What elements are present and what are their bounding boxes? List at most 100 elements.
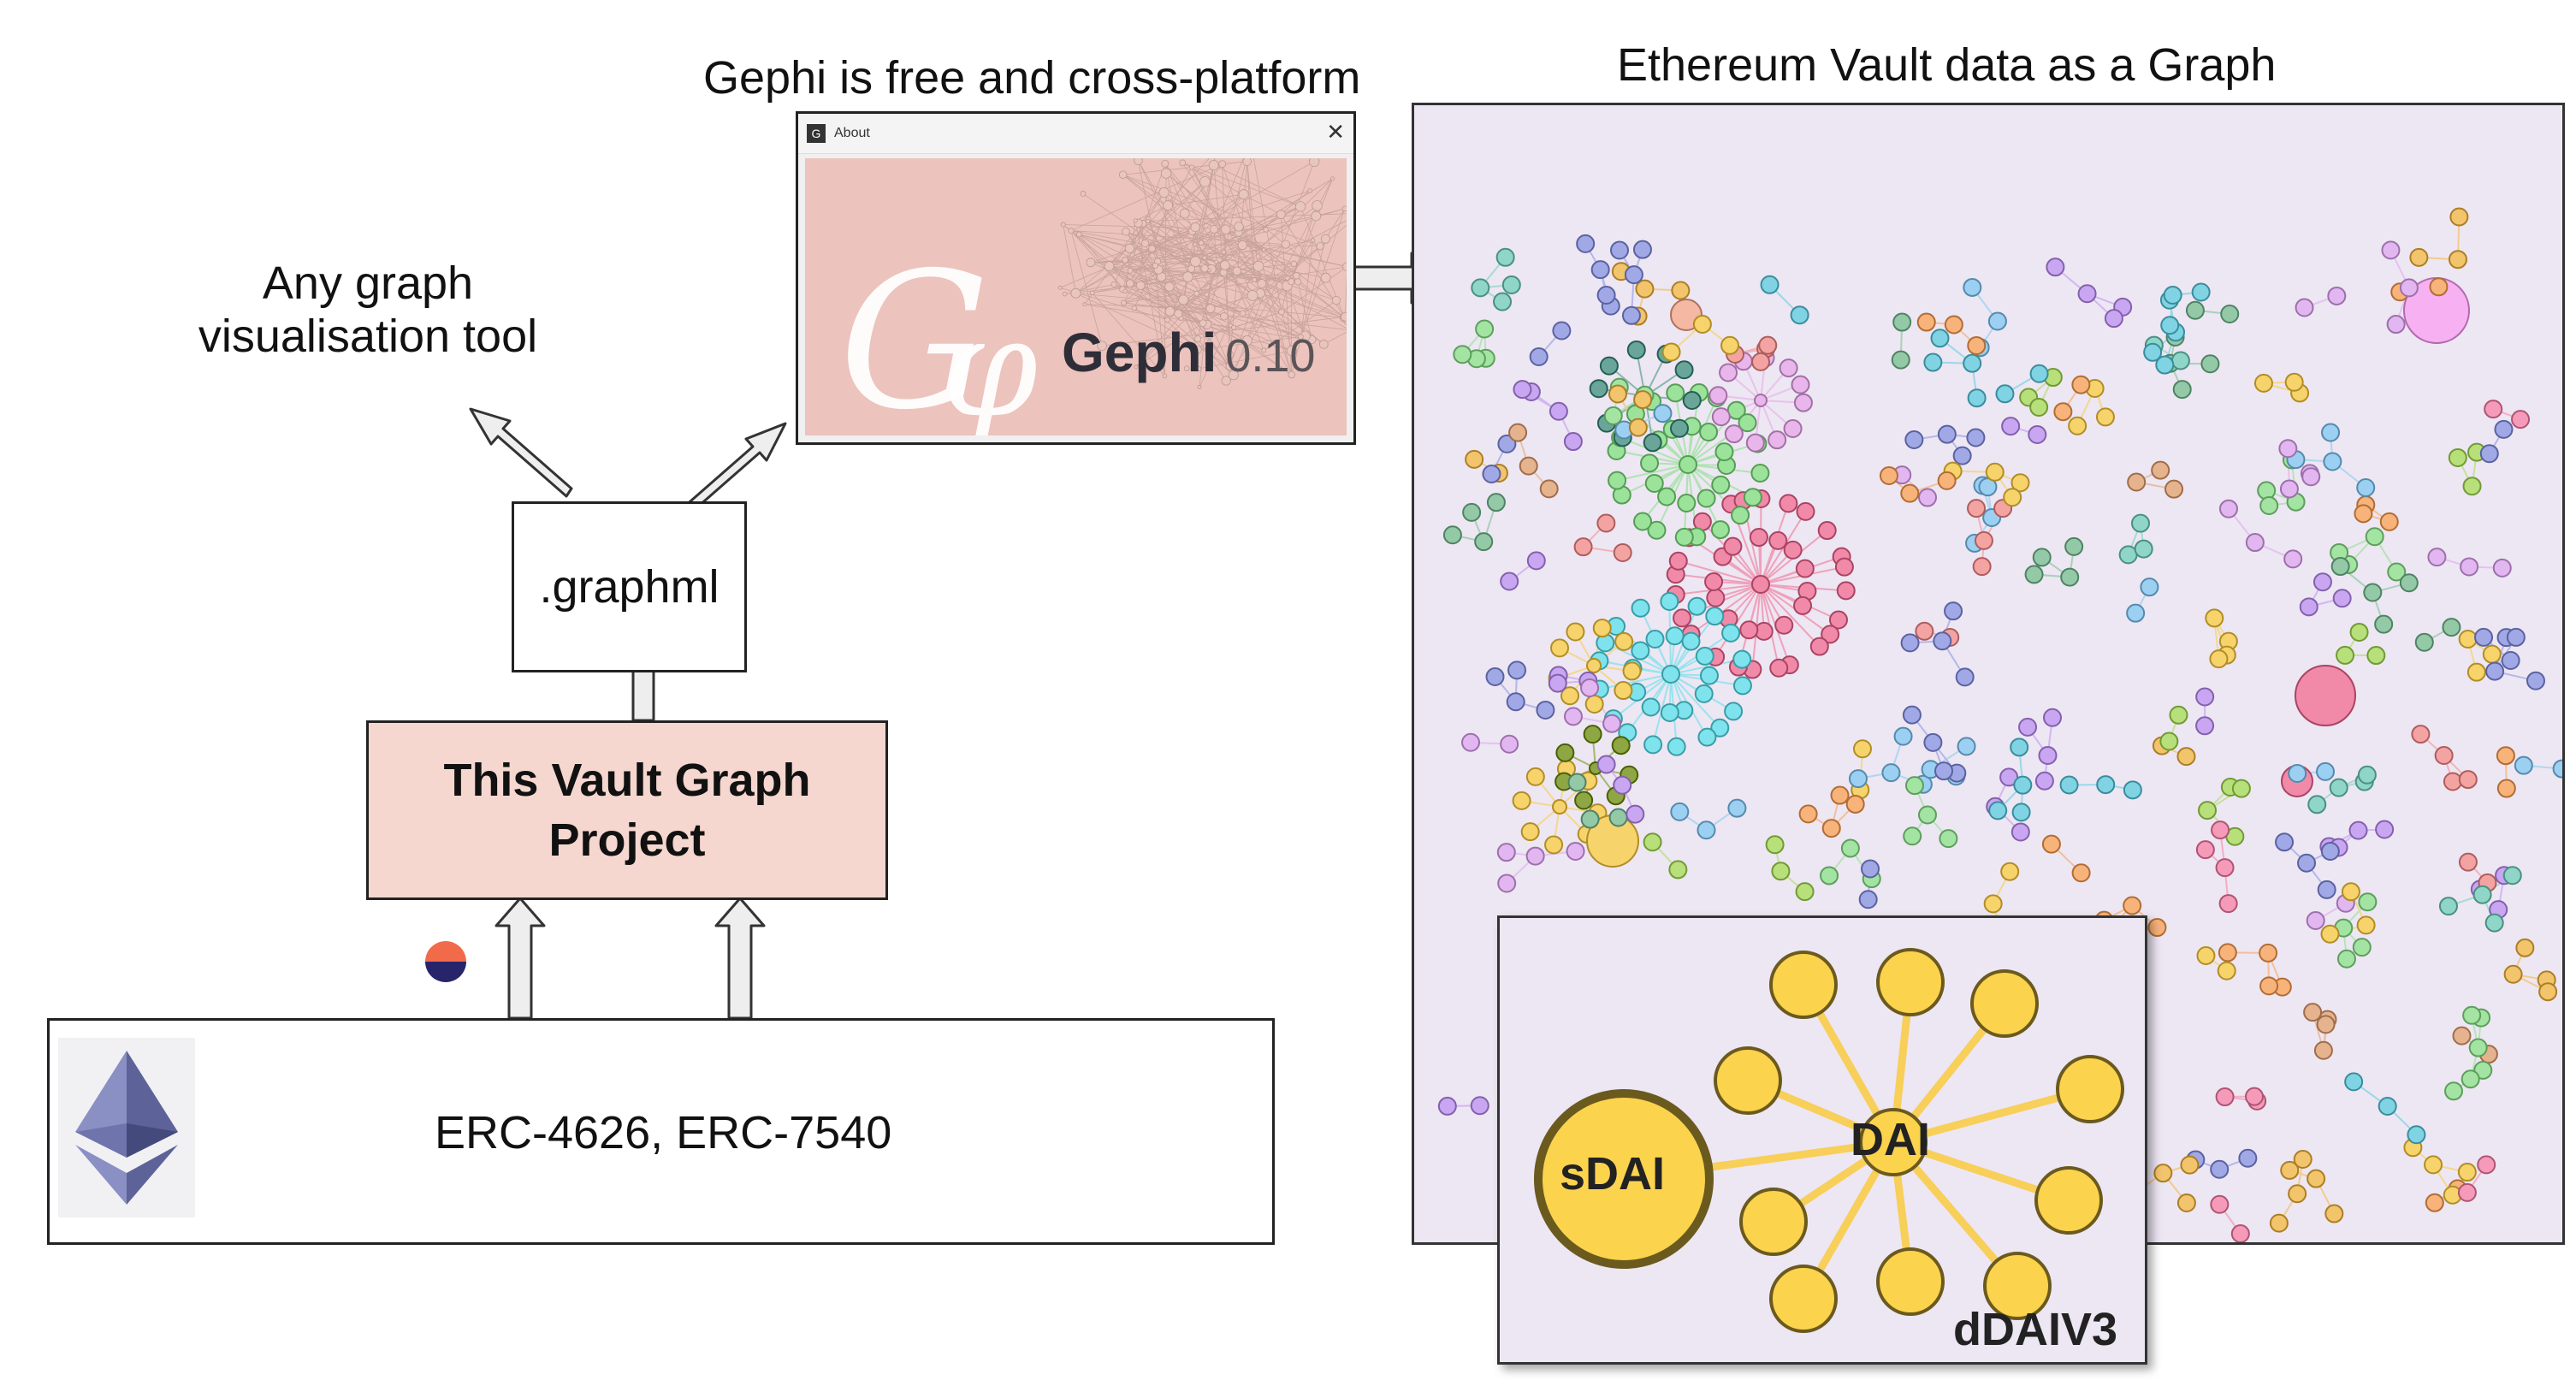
half-circle-logo-icon	[425, 941, 466, 982]
graph-node	[2151, 460, 2170, 480]
graph-node	[1563, 432, 1583, 452]
cluster-node	[1793, 595, 1813, 615]
graph-node	[1536, 700, 1555, 720]
graph-node	[2095, 407, 2115, 427]
graph-node	[2283, 549, 2303, 569]
graph-node	[2147, 918, 2167, 938]
graph-node	[1671, 281, 1691, 300]
graph-node	[2515, 938, 2535, 957]
cluster-node	[1719, 363, 1738, 382]
graph-node	[2180, 1155, 2200, 1175]
graph-node	[1771, 862, 1791, 881]
cluster-node	[1643, 735, 1663, 755]
graph-node	[2038, 745, 2058, 765]
graph-node	[2297, 853, 2317, 873]
graph-node	[1760, 275, 1780, 294]
cluster-node	[1512, 791, 1531, 810]
graph-node	[2316, 1015, 2336, 1034]
graph-node	[1987, 311, 2007, 331]
graph-node	[1934, 761, 1954, 781]
graph-node	[2332, 589, 2352, 608]
cluster-node	[1724, 424, 1744, 444]
graph-node	[1573, 537, 1593, 557]
graph-node	[1548, 673, 1567, 693]
graph-node	[2218, 943, 2237, 963]
graph-node	[2278, 439, 2298, 459]
cluster-node	[1704, 572, 1724, 592]
graph-node	[1858, 890, 1878, 909]
cluster-hub-node	[1754, 394, 1768, 407]
graph-node	[1903, 826, 1922, 846]
graph-node	[2468, 1038, 2488, 1057]
graph-node	[1790, 305, 1809, 325]
graph-node	[2411, 725, 2431, 744]
cluster-hub-node	[1661, 665, 1680, 684]
graph-node	[2323, 452, 2342, 471]
sdai-node	[1534, 1089, 1714, 1269]
vault-node	[1970, 969, 2039, 1038]
graph-node	[1893, 726, 1913, 746]
graph-node	[2001, 417, 2021, 436]
cluster-node	[1626, 340, 1646, 359]
graph-node	[1580, 809, 1600, 829]
cluster-node	[1660, 702, 1679, 722]
close-icon[interactable]: ✕	[1326, 119, 1345, 145]
graph-node	[1892, 312, 1912, 332]
graph-node	[2449, 207, 2469, 227]
cluster-node	[1721, 623, 1741, 643]
cluster-node	[1673, 608, 1692, 628]
graph-node	[2163, 285, 2182, 305]
graph-node	[1830, 785, 1850, 805]
graph-node	[1933, 631, 1952, 651]
graph-node	[2155, 355, 2175, 375]
graph-edge	[1714, 583, 1762, 658]
graph-node	[1602, 714, 1622, 733]
vault-node	[2034, 1166, 2103, 1235]
cluster-node	[1668, 551, 1688, 571]
graph-node	[2215, 1087, 2235, 1107]
cluster-node	[1677, 493, 1697, 512]
graph-node	[2172, 380, 2192, 400]
graph-node	[2164, 479, 2184, 499]
dai-label: DAI	[1851, 1114, 1930, 1165]
cluster-node	[1710, 718, 1730, 737]
cluster-node	[1584, 694, 1604, 714]
cluster-node	[1525, 767, 1545, 786]
gephi-network-background: G φ	[839, 158, 1347, 435]
graph-node	[2077, 284, 2097, 304]
graph-node	[2307, 795, 2327, 814]
graph-node	[1944, 315, 1963, 335]
graph-node	[2159, 732, 2179, 751]
graph-node	[2064, 536, 2084, 556]
graph-node	[1506, 692, 1525, 712]
graph-node	[2185, 300, 2205, 320]
graph-node	[2134, 539, 2153, 559]
graph-node	[1916, 312, 1936, 332]
vault-node	[1876, 948, 1945, 1016]
graph-node	[2366, 646, 2386, 666]
graph-node	[2438, 897, 2458, 916]
graph-node	[2231, 779, 2251, 798]
cluster-node	[1633, 512, 1653, 531]
gephi-titlebar: G About ✕	[798, 114, 1353, 154]
graph-node	[1500, 734, 1519, 754]
gephi-window-title: About	[834, 126, 870, 140]
cluster-node	[1657, 487, 1677, 506]
graph-node	[1955, 667, 1975, 687]
graph-node	[1937, 471, 1957, 490]
graph-node	[2307, 1169, 2326, 1188]
cluster-node	[1660, 592, 1679, 612]
graph-node	[2018, 717, 2038, 737]
graph-node	[1567, 773, 1587, 792]
graph-edge	[1670, 673, 1721, 729]
cluster-node	[1674, 360, 1694, 380]
graph-node	[1967, 335, 1987, 355]
graph-node	[2195, 716, 2215, 736]
graph-node	[1653, 404, 1673, 424]
cluster-node	[1614, 631, 1634, 651]
graph-node	[2477, 1155, 2496, 1175]
graph-node	[1437, 1096, 1457, 1116]
graph-node	[2506, 627, 2526, 647]
graph-node	[1635, 279, 1655, 299]
cluster-node	[1592, 619, 1612, 638]
